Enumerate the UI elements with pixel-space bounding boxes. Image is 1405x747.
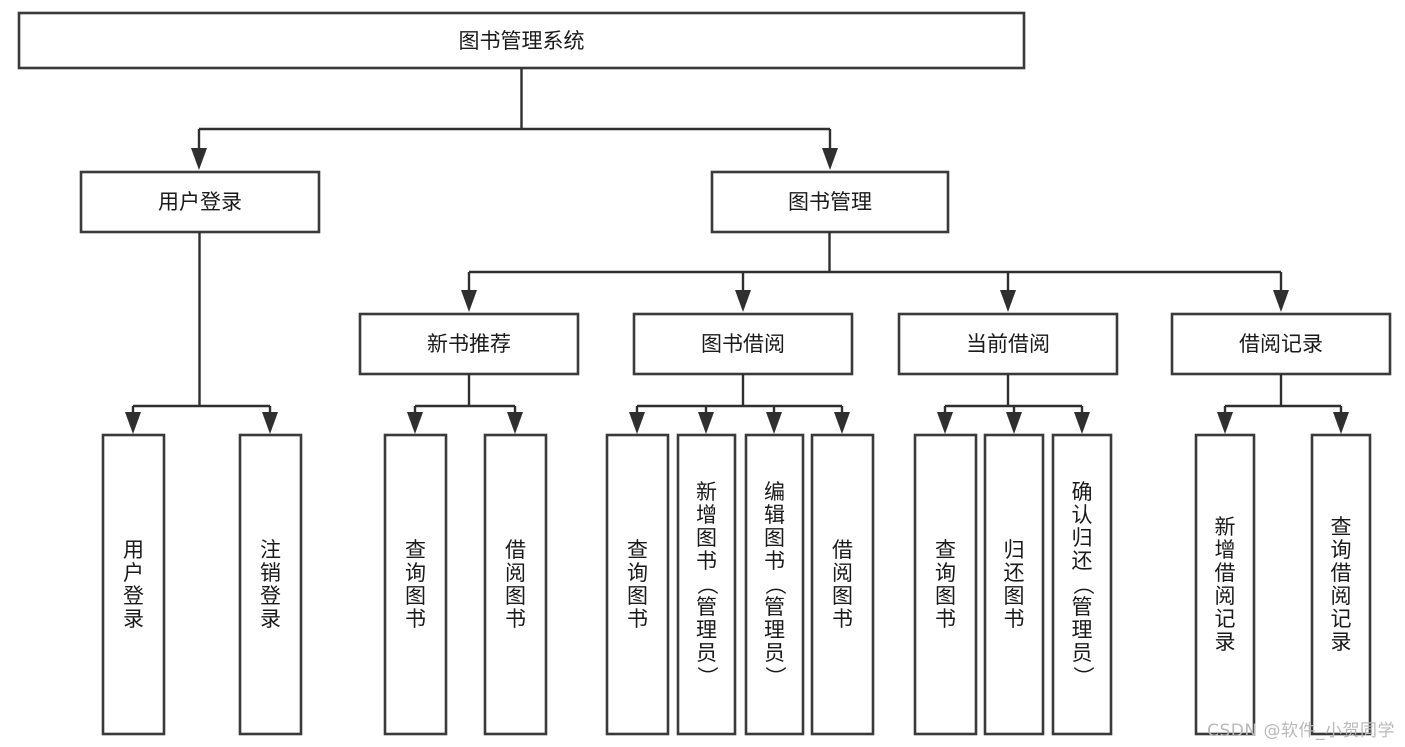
arrow-head-leaf-query-book-2 bbox=[629, 412, 645, 434]
node-book-borrow-box[interactable] bbox=[632, 312, 854, 376]
arrow-head-book-manage bbox=[822, 148, 838, 170]
csdn-watermark: CSDN @软件_小贺同学 bbox=[1207, 721, 1395, 741]
node-leaf-user-login-box[interactable] bbox=[101, 433, 166, 736]
node-user-login-label: 用户登录 bbox=[158, 190, 242, 214]
node-book-manage-box[interactable] bbox=[710, 170, 950, 234]
node-leaf-logout-box[interactable] bbox=[238, 433, 303, 736]
node-new-book-rec-label: 新书推荐 bbox=[427, 332, 511, 356]
node-leaf-query-book-3-box[interactable] bbox=[913, 433, 978, 736]
arrow-head-leaf-user-login bbox=[125, 412, 141, 434]
node-leaf-add-record-box[interactable] bbox=[1194, 433, 1256, 736]
arrow-head-borrow-record bbox=[1273, 290, 1289, 312]
arrow-head-leaf-query-record bbox=[1333, 412, 1349, 434]
arrow-head-new-book-rec bbox=[461, 290, 477, 312]
arrow-head-leaf-confirm-return bbox=[1074, 412, 1090, 434]
node-current-borrow-label: 当前借阅 bbox=[966, 332, 1050, 356]
node-root-label: 图书管理系统 bbox=[459, 29, 585, 53]
node-leaf-add-book-box[interactable] bbox=[676, 433, 737, 736]
node-leaf-query-record-box[interactable] bbox=[1310, 433, 1372, 736]
node-leaf-borrow-book-2-box[interactable] bbox=[810, 433, 875, 736]
node-leaf-query-book-1-box[interactable] bbox=[383, 433, 448, 736]
arrow-head-user-login bbox=[191, 148, 207, 170]
arrow-head-leaf-logout bbox=[262, 412, 278, 434]
node-new-book-rec-box[interactable] bbox=[358, 312, 580, 376]
arrow-head-leaf-edit-book bbox=[766, 412, 782, 434]
arrow-head-leaf-query-book-3 bbox=[937, 412, 953, 434]
node-current-borrow-box[interactable] bbox=[897, 312, 1119, 376]
arrow-head-current-borrow bbox=[1000, 290, 1016, 312]
node-borrow-record-label: 借阅记录 bbox=[1239, 332, 1323, 356]
node-borrow-record-box[interactable] bbox=[1170, 312, 1392, 376]
node-leaf-return-book-box[interactable] bbox=[983, 433, 1045, 736]
node-leaf-confirm-return-box[interactable] bbox=[1051, 433, 1113, 736]
node-root-box[interactable] bbox=[17, 11, 1026, 70]
arrow-head-book-borrow bbox=[735, 290, 751, 312]
arrow-head-leaf-borrow-book-1 bbox=[507, 412, 523, 434]
arrow-head-leaf-borrow-book-2 bbox=[834, 412, 850, 434]
node-book-borrow-label: 图书借阅 bbox=[701, 332, 785, 356]
arrow-head-leaf-return-book bbox=[1006, 412, 1022, 434]
node-leaf-edit-book-box[interactable] bbox=[744, 433, 805, 736]
node-leaf-borrow-book-1-box[interactable] bbox=[483, 433, 548, 736]
arrow-head-leaf-add-book bbox=[698, 412, 714, 434]
node-leaf-query-book-2-box[interactable] bbox=[605, 433, 670, 736]
arrow-head-leaf-add-record bbox=[1217, 412, 1233, 434]
arrow-head-leaf-query-book-1 bbox=[407, 412, 423, 434]
node-book-manage-label: 图书管理 bbox=[788, 190, 872, 214]
